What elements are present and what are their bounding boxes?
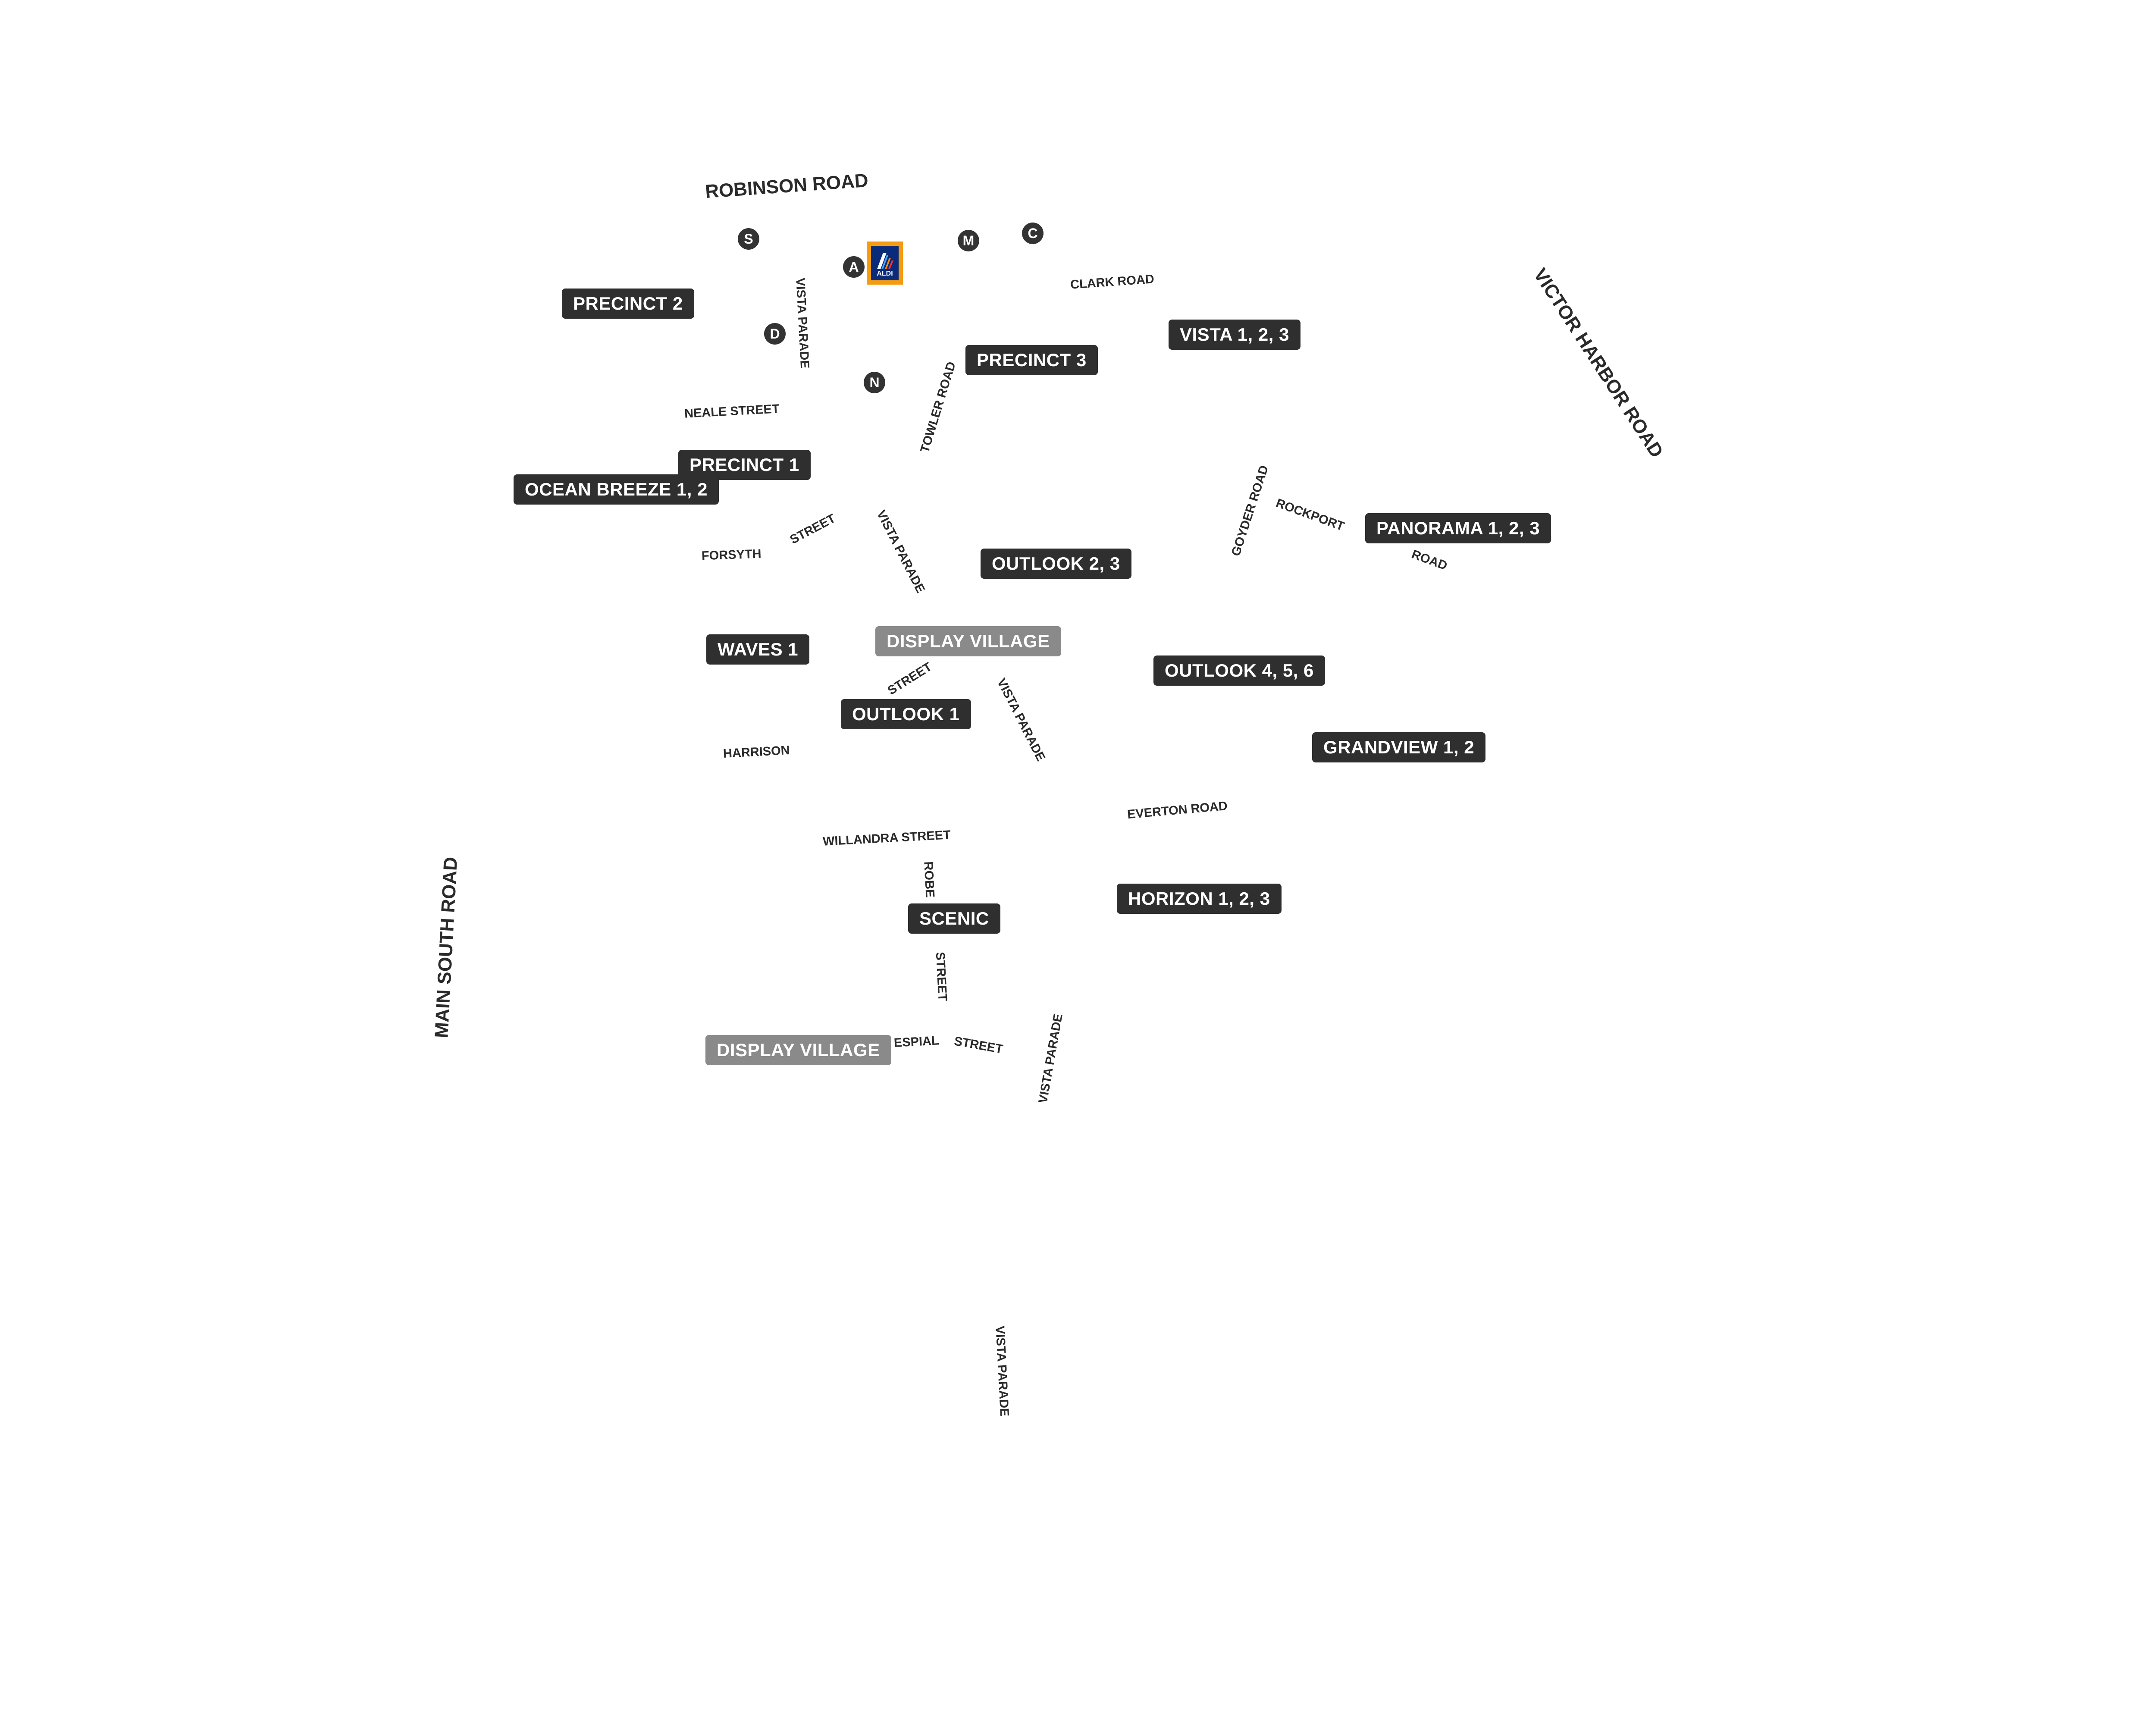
road-label: ROAD [1410,547,1449,573]
aldi-logo-mark: ALDI [871,246,899,280]
outlook-4-5-6-badge[interactable]: OUTLOOK 4, 5, 6 [1153,656,1325,686]
panorama-badge[interactable]: PANORAMA 1, 2, 3 [1365,513,1551,543]
precinct-2-badge[interactable]: PRECINCT 2 [562,289,694,319]
espial-label: ESPIAL [893,1034,940,1050]
marker-s[interactable]: S [738,228,759,250]
victor-harbor-road-label: VICTOR HARBOR ROAD [1529,264,1667,461]
horizon-badge[interactable]: HORIZON 1, 2, 3 [1117,884,1282,914]
robe-label: ROBE [921,861,937,898]
main-south-road-label: MAIN SOUTH ROAD [431,856,462,1039]
forsyth-label: FORSYTH [701,547,762,563]
waves-badge[interactable]: WAVES 1 [706,634,810,665]
street-label-robe: STREET [933,951,950,1002]
vista-parade-label-north: VISTA PARADE [793,277,812,369]
precinct-3-badge[interactable]: PRECINCT 3 [965,345,1098,375]
marker-a[interactable]: A [843,256,865,278]
aldi-logo-text: ALDI [877,270,893,277]
marker-d[interactable]: D [764,323,786,345]
street-label-espial: STREET [953,1034,1004,1057]
scenic-badge[interactable]: SCENIC [908,903,1000,934]
vista-parade-label-lower: VISTA PARADE [1036,1012,1065,1104]
robinson-road-label: ROBINSON ROAD [704,169,869,203]
outlook-1-badge[interactable]: OUTLOOK 1 [841,699,971,729]
vista-badge[interactable]: VISTA 1, 2, 3 [1169,320,1300,350]
harrison-label: HARRISON [723,743,790,761]
grandview-badge[interactable]: GRANDVIEW 1, 2 [1312,732,1486,762]
vista-parade-label-bottom: VISTA PARADE [993,1325,1012,1417]
towler-road-label: TOWLER ROAD [918,360,959,455]
aldi-stripes-icon [877,253,893,269]
vista-parade-label-mid: VISTA PARADE [874,508,928,596]
marker-m[interactable]: M [958,230,979,251]
clark-road-label: CLARK ROAD [1070,272,1155,292]
everton-road-label: EVERTON ROAD [1127,799,1228,822]
goyder-road-label: GOYDER ROAD [1229,464,1272,558]
outlook-2-3-badge[interactable]: OUTLOOK 2, 3 [981,549,1131,579]
aldi-logo-icon[interactable]: ALDI [867,242,903,285]
vista-parade-label-south: VISTA PARADE [994,676,1048,764]
street-label-outlook: STREET [885,660,934,698]
willandra-street-label: WILLANDRA STREET [822,828,951,849]
marker-c[interactable]: C [1022,223,1044,244]
rockport-label: ROCKPORT [1274,496,1346,534]
display-village-badge-south[interactable]: DISPLAY VILLAGE [705,1035,891,1065]
marker-n[interactable]: N [864,372,885,393]
display-village-badge-north[interactable]: DISPLAY VILLAGE [875,626,1061,656]
ocean-breeze-badge[interactable]: OCEAN BREEZE 1, 2 [514,474,719,505]
street-label-forsyth: STREET [787,511,838,547]
neale-street-label: NEALE STREET [684,402,780,421]
